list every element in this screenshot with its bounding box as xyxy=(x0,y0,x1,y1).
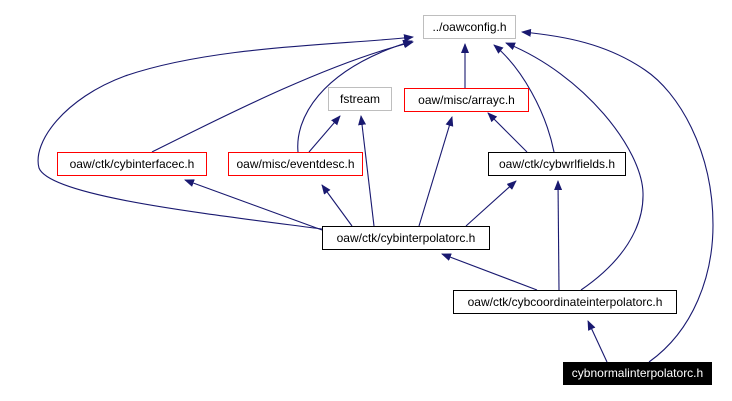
edge-cybcoordinate-to-cybinterpolatorc xyxy=(441,253,538,291)
node-cybinterpolatorc[interactable]: oaw/ctk/cybinterpolatorc.h xyxy=(322,226,490,250)
node-fstream[interactable]: fstream xyxy=(328,87,392,111)
node-cybnormalinterpolatorc-current: cybnormalinterpolatorc.h xyxy=(563,362,712,385)
edge-cybnormal-to-cybcoordinate xyxy=(587,320,608,363)
edge-cybcoordinate-to-cybwrlfields xyxy=(554,180,563,291)
edge-cybinterpolatorc-to-cybinterfacec xyxy=(184,179,323,231)
node-oawconfig[interactable]: ../oawconfig.h xyxy=(423,15,516,39)
edge-cybcoordinate-to-oawconfig xyxy=(505,42,644,291)
edge-cybinterpolatorc-to-fstream xyxy=(358,115,375,227)
edge-cybwrlfields-to-arrayc xyxy=(487,112,528,153)
node-cybwrlfields[interactable]: oaw/ctk/cybwrlfields.h xyxy=(488,152,626,176)
node-eventdesc[interactable]: oaw/misc/eventdesc.h xyxy=(228,152,363,176)
node-cybinterfacec[interactable]: oaw/ctk/cybinterfacec.h xyxy=(57,152,207,176)
edge-cybinterpolatorc-to-oawconfig xyxy=(37,34,414,230)
edge-eventdesc-to-oawconfig xyxy=(297,39,413,153)
node-cybcoordinateinterpolatorc[interactable]: oaw/ctk/cybcoordinateinterpolatorc.h xyxy=(453,290,677,314)
edge-cybinterpolatorc-to-eventdesc xyxy=(321,184,353,227)
edge-cybinterfacec-to-oawconfig xyxy=(151,40,414,153)
edge-cybinterpolatorc-to-arrayc xyxy=(418,116,454,227)
node-arrayc[interactable]: oaw/misc/arrayc.h xyxy=(404,88,529,112)
edge-cybinterpolatorc-to-cybwrlfields xyxy=(465,180,517,227)
edge-cybnormal-to-oawconfig xyxy=(521,28,714,363)
edge-cybwrlfields-to-oawconfig xyxy=(493,44,555,153)
edge-eventdesc-to-fstream xyxy=(308,115,341,153)
